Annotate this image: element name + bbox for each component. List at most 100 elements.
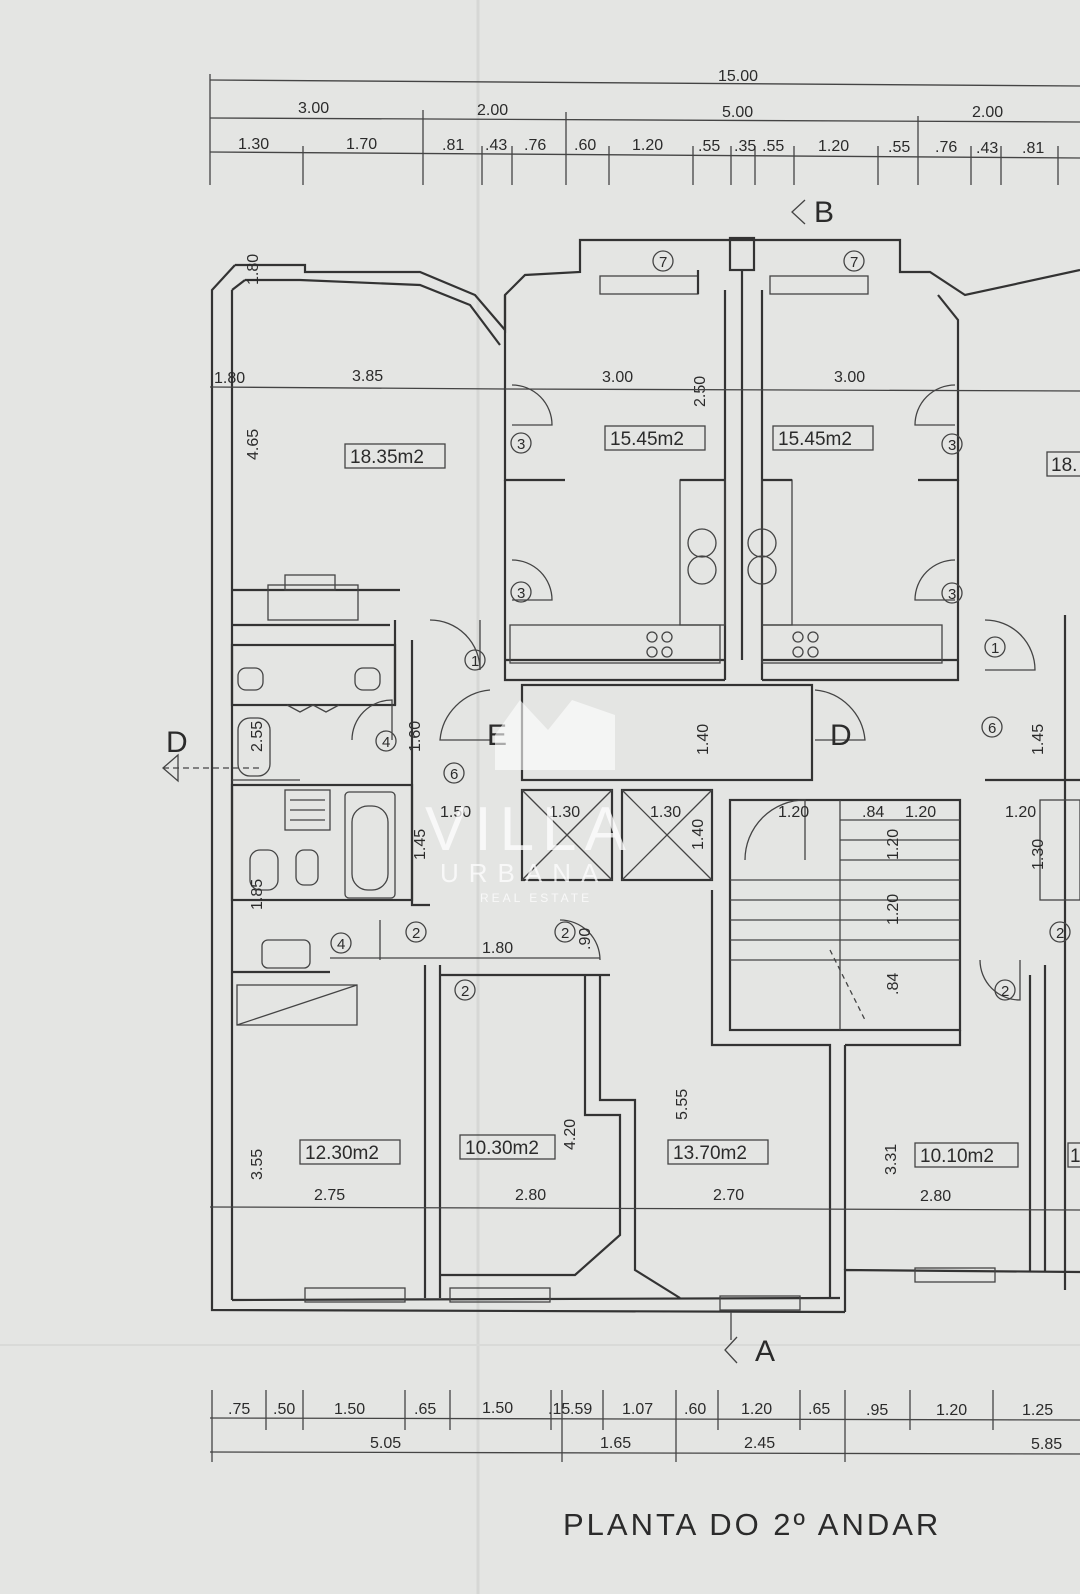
room-depth: 5.55 (674, 1089, 691, 1120)
bottom-dim: .60 (684, 1401, 706, 1418)
wall-dim: 1.45 (1030, 724, 1047, 755)
area-box (1046, 451, 1080, 477)
area-box (604, 425, 706, 451)
door-mark: 3 (948, 586, 956, 603)
brand-watermark: VILLA URBANA REAL ESTATE (425, 700, 626, 905)
wall-dim: 1.30 (1030, 839, 1047, 870)
top-dim: .76 (935, 139, 957, 156)
door-mark: 7 (659, 254, 667, 271)
wall-dim: 1.20 (778, 804, 809, 821)
area-box (772, 425, 874, 451)
room-width: 3.85 (352, 368, 383, 385)
door-mark: 4 (382, 734, 390, 751)
bottom-dim: 1.07 (622, 1401, 653, 1418)
area-box (299, 1139, 401, 1165)
room-width: 2.80 (920, 1188, 951, 1205)
bottom-room-walls (209, 890, 1080, 1311)
bottom-dim: 1.25 (1022, 1402, 1053, 1419)
room-area: 10.30m2 (465, 1138, 539, 1159)
top-total-dim: 15.00 (718, 68, 758, 85)
door-markers (330, 250, 1071, 1001)
right-hallway (979, 619, 1080, 1001)
door-mark: 3 (948, 437, 956, 454)
room-depth: 3.31 (883, 1144, 900, 1175)
door-mark: 2 (461, 983, 469, 1000)
room-area: 15.45m2 (610, 429, 684, 450)
elevator-2 (620, 788, 714, 882)
room-area: 12.30m2 (305, 1143, 379, 1164)
section-mark: D (166, 726, 188, 759)
bottom-dim: 2.45 (744, 1435, 775, 1452)
room-depth: 4.65 (245, 429, 262, 460)
bottom-dim: 5.85 (1031, 1436, 1062, 1453)
area-box (459, 1134, 556, 1160)
top-dim: .35 (734, 138, 756, 155)
wall-dim: 2.55 (249, 721, 266, 752)
area-box (1067, 1142, 1080, 1168)
wall-dim: 1.80 (482, 940, 513, 957)
bottom-dim: .65 (808, 1401, 830, 1418)
room-area: 15.45m2 (778, 429, 852, 450)
room-depth: 4.20 (562, 1119, 579, 1150)
wall-dim: 1.30 (650, 804, 681, 821)
door-mark: 7 (850, 254, 858, 271)
watermark-line2: URBANA (440, 858, 608, 888)
room-width: 3.00 (834, 369, 865, 386)
bottom-dim: .95 (866, 1402, 888, 1419)
section-mark: A (755, 1335, 775, 1368)
staircase (728, 798, 962, 1032)
wall-dim: 1.50 (440, 804, 471, 821)
top-dim: .81 (1022, 140, 1044, 157)
top-dim: 3.00 (298, 100, 329, 117)
wall-dim: 1.80 (214, 370, 245, 387)
section-arrow-icon (791, 199, 806, 225)
wall-dim: .90 (577, 928, 594, 950)
top-dim: 1.30 (238, 136, 269, 153)
watermark-line3: REAL ESTATE (480, 891, 592, 905)
wall-dim: .84 (885, 973, 902, 995)
bottom-dim: .65 (414, 1401, 436, 1418)
bottom-dim: 5.05 (370, 1435, 401, 1452)
wall-dim: .84 (862, 804, 884, 821)
wall-dim: 1.40 (690, 819, 707, 850)
top-dim: 2.00 (477, 102, 508, 119)
door-mark: 2 (561, 925, 569, 942)
door-mark: 1 (991, 640, 999, 657)
room-area: 13.70m2 (673, 1143, 747, 1164)
door-mark: 3 (517, 436, 525, 453)
bottom-dim: .15 (548, 1401, 570, 1418)
door-mark: 2 (1056, 925, 1064, 942)
door-mark: 6 (450, 766, 458, 783)
room-width: 2.80 (515, 1187, 546, 1204)
wall-dim: 1.60 (407, 721, 424, 752)
wall-dim: 1.30 (549, 804, 580, 821)
bottom-dim: 1.20 (741, 1401, 772, 1418)
wall-dim: 2.50 (692, 376, 709, 407)
top-dim: .76 (524, 137, 546, 154)
top-dim: .43 (485, 137, 507, 154)
section-arrow-icon (724, 1336, 738, 1364)
bottom-dim: .50 (273, 1401, 295, 1418)
room-width: 3.00 (602, 369, 633, 386)
top-dim: .55 (698, 138, 720, 155)
top-dim: .55 (888, 139, 910, 156)
wall-dim: 1.80 (245, 254, 262, 285)
room-depth: 3.55 (249, 1149, 266, 1180)
wall-dim: 1.85 (249, 879, 266, 910)
door-mark: 6 (988, 720, 996, 737)
door-mark: 2 (1001, 983, 1009, 1000)
area-box (344, 443, 446, 469)
bottom-dim: 1.20 (936, 1402, 967, 1419)
top-dim: 1.70 (346, 136, 377, 153)
door-mark: 3 (517, 585, 525, 602)
area-box (914, 1142, 1019, 1168)
door-mark: 2 (412, 925, 420, 942)
area-box (667, 1139, 769, 1165)
bottom-dim: .75 (228, 1401, 250, 1418)
bottom-dim: 1.65 (600, 1435, 631, 1452)
bathroom-2 (230, 783, 414, 974)
top-dim: .43 (976, 140, 998, 157)
room-area: 10.10m2 (920, 1146, 994, 1167)
wall-dim: 1.20 (885, 894, 902, 925)
room-3 (504, 294, 1080, 682)
